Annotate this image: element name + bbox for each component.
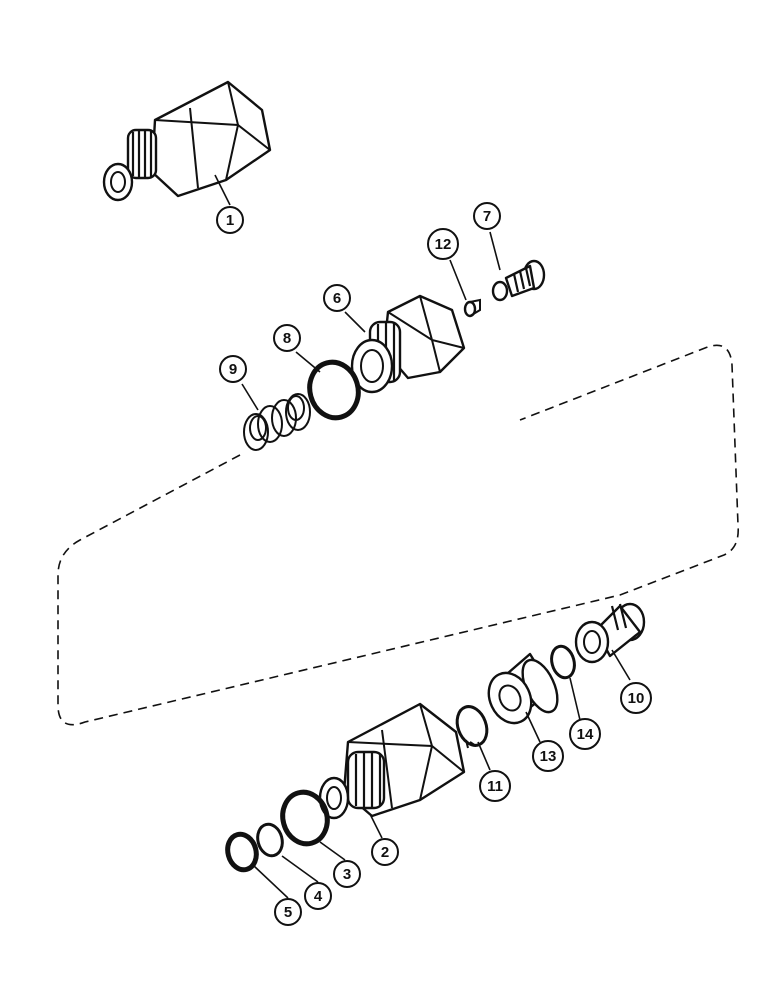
callout-label: 10 [628,690,645,707]
part-12-pin [463,298,481,318]
part-13-sleeve [487,652,559,725]
part-5-washer [225,831,259,873]
callout-1: 1 [216,206,244,234]
callout-4: 4 [304,882,332,910]
callout-label: 6 [333,290,341,307]
callout-label: 1 [226,212,234,229]
callout-12: 12 [427,228,459,260]
callout-10: 10 [620,682,652,714]
part-10-valve-seat [574,602,646,664]
callout-label: 9 [229,361,237,378]
callout-label: 8 [283,330,291,347]
callout-9: 9 [219,355,247,383]
callout-label: 2 [381,844,389,861]
callout-7: 7 [473,202,501,230]
callout-label: 12 [435,236,452,253]
callout-13: 13 [532,740,564,772]
callout-8: 8 [273,324,301,352]
callout-14: 14 [569,718,601,750]
part-1-valve-body [102,80,272,202]
part-2-valve-body [318,702,466,820]
assembly-dashed-outline [57,344,740,726]
callout-label: 5 [284,904,292,921]
part-7-plug [491,259,546,302]
callout-label: 14 [577,726,594,743]
part-6-adapter-fitting [350,294,466,394]
part-4-o-ring [256,822,284,858]
part-3-o-ring [280,789,330,847]
callout-5: 5 [274,898,302,926]
part-14-o-ring [550,644,576,680]
part-8-o-ring [307,359,361,421]
callout-11: 11 [479,770,511,802]
callout-label: 11 [487,778,503,795]
leader-lines [214,174,631,899]
callout-6: 6 [323,284,351,312]
callout-label: 3 [343,866,351,883]
callout-label: 7 [483,208,491,225]
part-9-spring [243,393,311,451]
callout-2: 2 [371,838,399,866]
callout-label: 13 [540,748,557,765]
callout-3: 3 [333,860,361,888]
callout-label: 4 [314,888,323,905]
